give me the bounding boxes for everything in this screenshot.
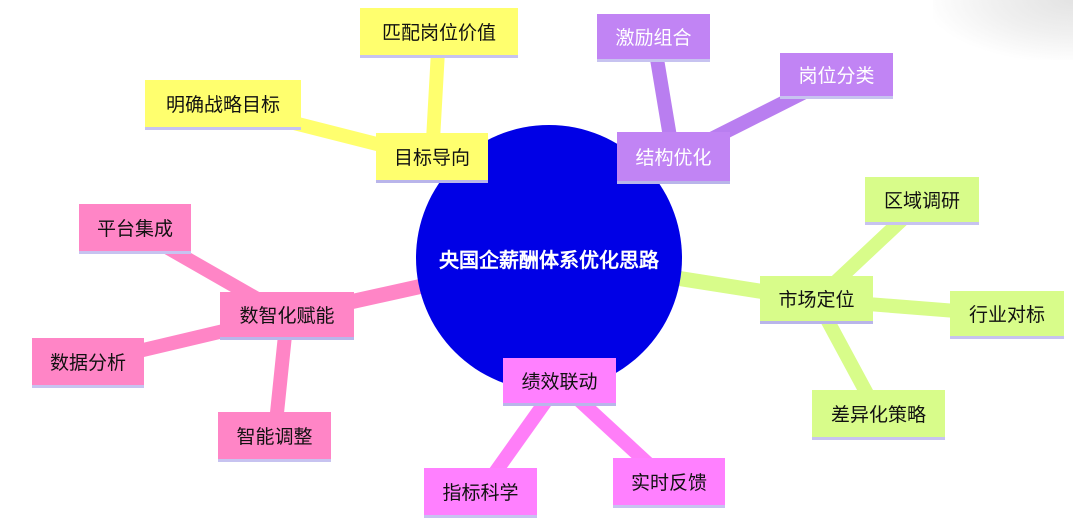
center-topic-label[interactable]: 央国企薪酬体系优化思路 <box>439 247 659 272</box>
topic-performance[interactable]: 绩效联动 <box>503 358 616 406</box>
subtopic-benchmark[interactable]: 行业对标 <box>950 291 1064 339</box>
subtopic-analysis[interactable]: 数据分析 <box>32 338 144 388</box>
subtopic-differ[interactable]: 差异化策略 <box>812 390 945 440</box>
subtopic-strategy[interactable]: 明确战略目标 <box>145 80 301 130</box>
subtopic-match[interactable]: 匹配岗位价值 <box>360 8 518 58</box>
topic-digital[interactable]: 数智化赋能 <box>220 292 354 340</box>
subtopic-adjust[interactable]: 智能调整 <box>218 412 331 462</box>
topic-market[interactable]: 市场定位 <box>760 276 873 324</box>
corner-shade <box>933 0 1073 60</box>
subtopic-indicator[interactable]: 指标科学 <box>424 468 537 518</box>
center-circle[interactable] <box>416 125 682 391</box>
subtopic-region[interactable]: 区域调研 <box>865 177 979 225</box>
subtopic-classify[interactable]: 岗位分类 <box>780 53 893 99</box>
topic-structure[interactable]: 结构优化 <box>617 132 730 184</box>
subtopic-platform[interactable]: 平台集成 <box>79 204 191 254</box>
subtopic-feedback[interactable]: 实时反馈 <box>613 458 725 508</box>
subtopic-incentive[interactable]: 激励组合 <box>597 14 710 62</box>
topic-goal[interactable]: 目标导向 <box>376 133 488 183</box>
